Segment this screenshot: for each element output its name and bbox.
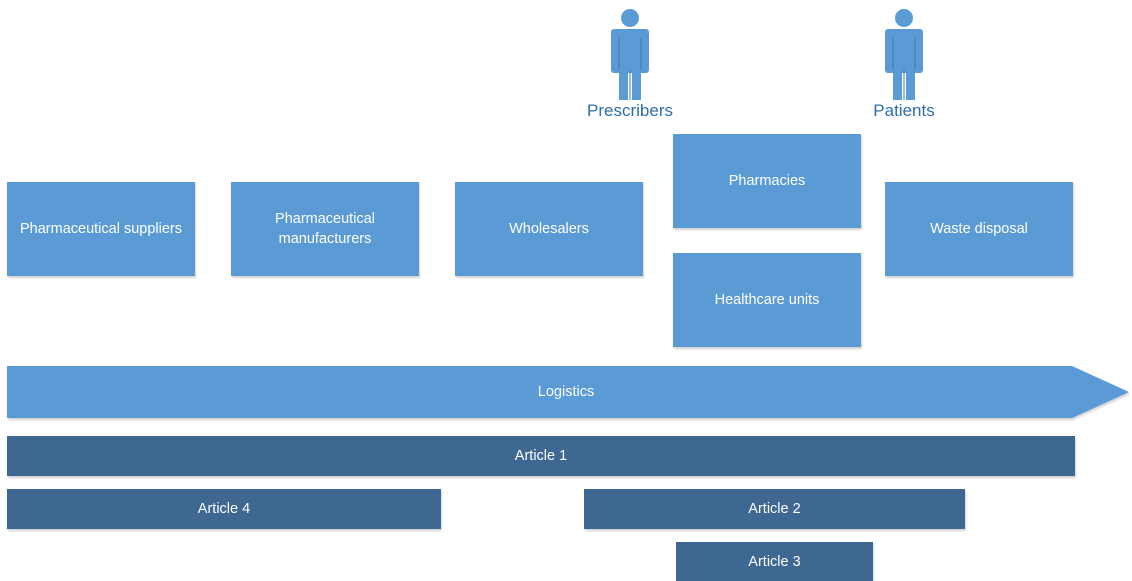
logistics-arrow (7, 366, 1129, 418)
article-4-bar: Article 4 (7, 489, 441, 529)
logistics-label: Logistics (537, 384, 595, 400)
stage-healthcare-units: Healthcare units (673, 253, 861, 347)
prescribers-label: Prescribers (587, 101, 673, 120)
article-3-bar: Article 3 (676, 542, 873, 581)
stage-wholesalers: Wholesalers (455, 182, 643, 276)
stage-pharmaceutical-manufacturers: Pharmaceutical manufacturers (231, 182, 419, 276)
patients-label: Patients (873, 101, 935, 120)
article-1-bar: Article 1 (7, 436, 1075, 476)
stage-waste-disposal: Waste disposal (885, 182, 1073, 276)
stage-pharmacies: Pharmacies (673, 134, 861, 228)
article-2-bar: Article 2 (584, 489, 965, 529)
prescribers-person-icon (611, 9, 649, 100)
stage-pharmaceutical-suppliers: Pharmaceutical suppliers (7, 182, 195, 276)
patients-person-icon (885, 9, 923, 100)
